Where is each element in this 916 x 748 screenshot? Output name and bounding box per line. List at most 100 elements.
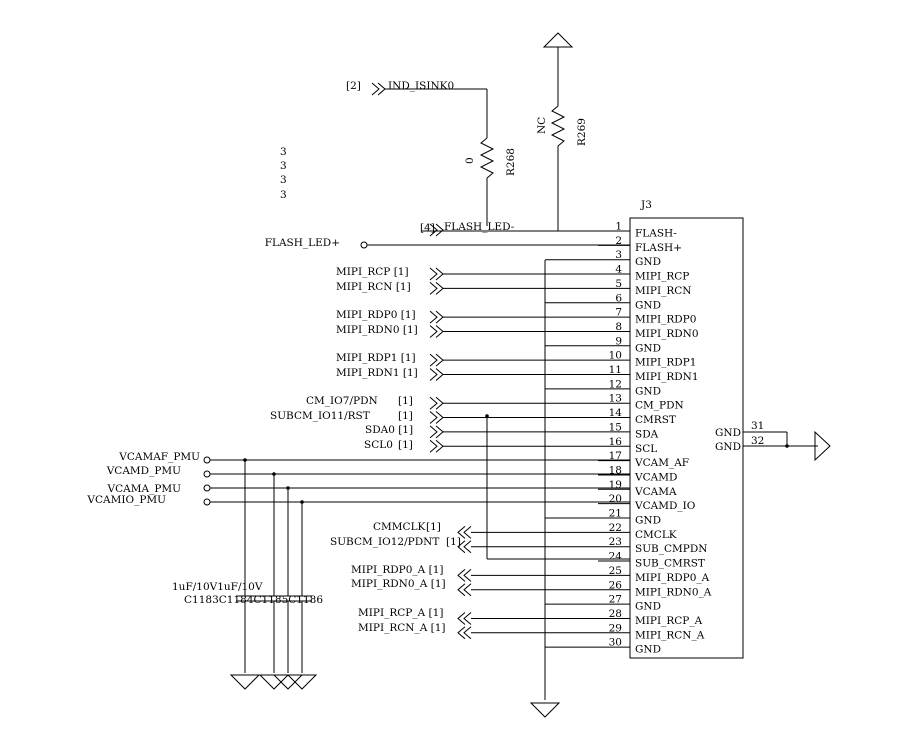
r268-resistor [479, 137, 495, 179]
mipi-rdn1-label: MIPI_RDN1 [1] [336, 367, 418, 379]
ind-isink-ref: [2] [346, 80, 361, 92]
ind-isink-label: IND_ISINK0 [388, 80, 454, 92]
offpage-arrow [435, 223, 444, 237]
vcama-label: VCAMA_PMU [107, 483, 182, 495]
pin-name: MIPI_RDN1 [635, 371, 699, 383]
vcamd-label: VCAMD_PMU [106, 465, 181, 477]
offpage-arrow [463, 540, 472, 554]
pin-name: GND [635, 601, 661, 613]
pin-name: MIPI_RCP [635, 271, 689, 283]
pin-name: VCAMA [634, 486, 677, 498]
pin-number: 13 [609, 393, 622, 405]
stray-label: 3 [280, 146, 287, 158]
ground-symbol [258, 674, 290, 690]
vcamaf-label: VCAMAF_PMU [118, 451, 200, 463]
offpage-arrow [463, 525, 472, 539]
ground-symbol [286, 674, 318, 690]
offpage-arrow [371, 82, 380, 96]
subcm-io11-ref: [1] [398, 410, 413, 422]
pin-number: 5 [615, 278, 622, 290]
pin-name: CMRST [635, 414, 676, 426]
pin-name: GND [635, 299, 661, 311]
mipi-rdp1-label: MIPI_RDP1 [1] [336, 352, 416, 364]
connector-ref: J3 [640, 199, 652, 211]
ground-symbol [272, 674, 304, 690]
pin-number: 19 [609, 479, 622, 491]
pin-number: 29 [609, 622, 622, 634]
vcama-port [203, 484, 211, 492]
r269-resistor [550, 105, 566, 147]
offpage-arrow [429, 425, 438, 439]
connector-body [629, 217, 744, 659]
offpage-arrow [429, 439, 438, 453]
offpage-arrow [457, 583, 466, 597]
pin-name: CMCLK [635, 529, 677, 541]
pin-name: MIPI_RDN0_A [635, 586, 712, 598]
subcm-io12-label: SUBCM_IO12/PDNT [330, 536, 439, 548]
vcamd-port [203, 470, 211, 478]
offpage-arrow [429, 267, 438, 281]
pin-number: 21 [609, 508, 622, 520]
pin-number: 1 [615, 221, 622, 233]
pin-name: GND [635, 342, 661, 354]
offpage-arrow [463, 583, 472, 597]
offpage-arrow [429, 411, 438, 424]
junction-dot [272, 472, 276, 476]
flash-plus-port [360, 241, 368, 249]
pin-number: 28 [609, 608, 622, 620]
pin-name: MIPI_RDP1 [635, 357, 696, 369]
vcamio-label: VCAMIO_PMU [86, 494, 166, 506]
flash-plus-label: FLASH_LED+ [265, 237, 340, 249]
pin-name: GND [635, 385, 661, 397]
pin-number: 24 [609, 551, 623, 563]
pin-name: FLASH- [635, 228, 677, 240]
flash-minus-ref: [4] [420, 222, 435, 234]
cmmclk-ref: [1] [426, 521, 441, 533]
pin-number: 30 [609, 637, 622, 649]
pin32-num: 32 [751, 435, 764, 447]
junction-dot [785, 444, 789, 448]
power-symbol-top [542, 32, 574, 48]
pin-number: 12 [609, 378, 622, 390]
mipi-rcn-label: MIPI_RCN [1] [336, 281, 411, 293]
sda0-label: SDA0 [1] [365, 424, 413, 436]
pin-name: GND [635, 256, 661, 268]
offpage-arrow [429, 325, 438, 338]
pin-name: SUB_CMRST [635, 558, 705, 570]
pin-number: 23 [609, 536, 622, 548]
ground-symbol [229, 674, 261, 690]
pin-number: 3 [615, 249, 622, 261]
subcm-io12-ref: [1] [446, 536, 461, 548]
offpage-arrow [429, 282, 438, 295]
pin-name: VCAMD [634, 471, 677, 483]
cmmclk-label: CMMCLK [373, 521, 426, 533]
pin-number: 9 [615, 335, 622, 347]
mipi-rdn0-label: MIPI_RDN0 [1] [336, 324, 418, 336]
pin-name: MIPI_RCP_A [635, 615, 703, 627]
pin-number: 20 [609, 493, 622, 505]
pin-name: VCAM_AF [634, 457, 689, 469]
pin-name: MIPI_RDN0 [635, 328, 699, 340]
connector-pins: 1FLASH-2FLASH+3GND4MIPI_RCP5MIPI_RCN6GND… [545, 221, 712, 656]
r268-value: 0 [464, 157, 476, 164]
mipi-rdn0-a-label: MIPI_RDN0_A [1] [351, 578, 446, 590]
offpage-arrow [457, 525, 466, 539]
stray-label: 3 [280, 160, 287, 172]
junction-dot [286, 486, 290, 490]
pin-number: 27 [609, 594, 622, 606]
offpage-arrow [463, 612, 472, 625]
pin-name: MIPI_RCN_A [635, 629, 705, 641]
scl0-label: SCL0 [364, 439, 393, 451]
ground-symbol-right [814, 430, 831, 462]
mipi-rdp0-label: MIPI_RDP0 [1] [336, 309, 416, 321]
pin-number: 8 [615, 321, 622, 333]
junction-dot [300, 500, 304, 504]
pin-name: GND [635, 515, 661, 527]
r269-value: NC [536, 117, 548, 134]
pin-name: SCL [635, 443, 657, 455]
pin-name: VCAMD_IO [634, 500, 696, 512]
pin-number: 2 [615, 235, 622, 247]
pin-number: 16 [609, 436, 623, 448]
offpage-arrow [457, 569, 466, 582]
pin-number: 15 [609, 421, 622, 433]
